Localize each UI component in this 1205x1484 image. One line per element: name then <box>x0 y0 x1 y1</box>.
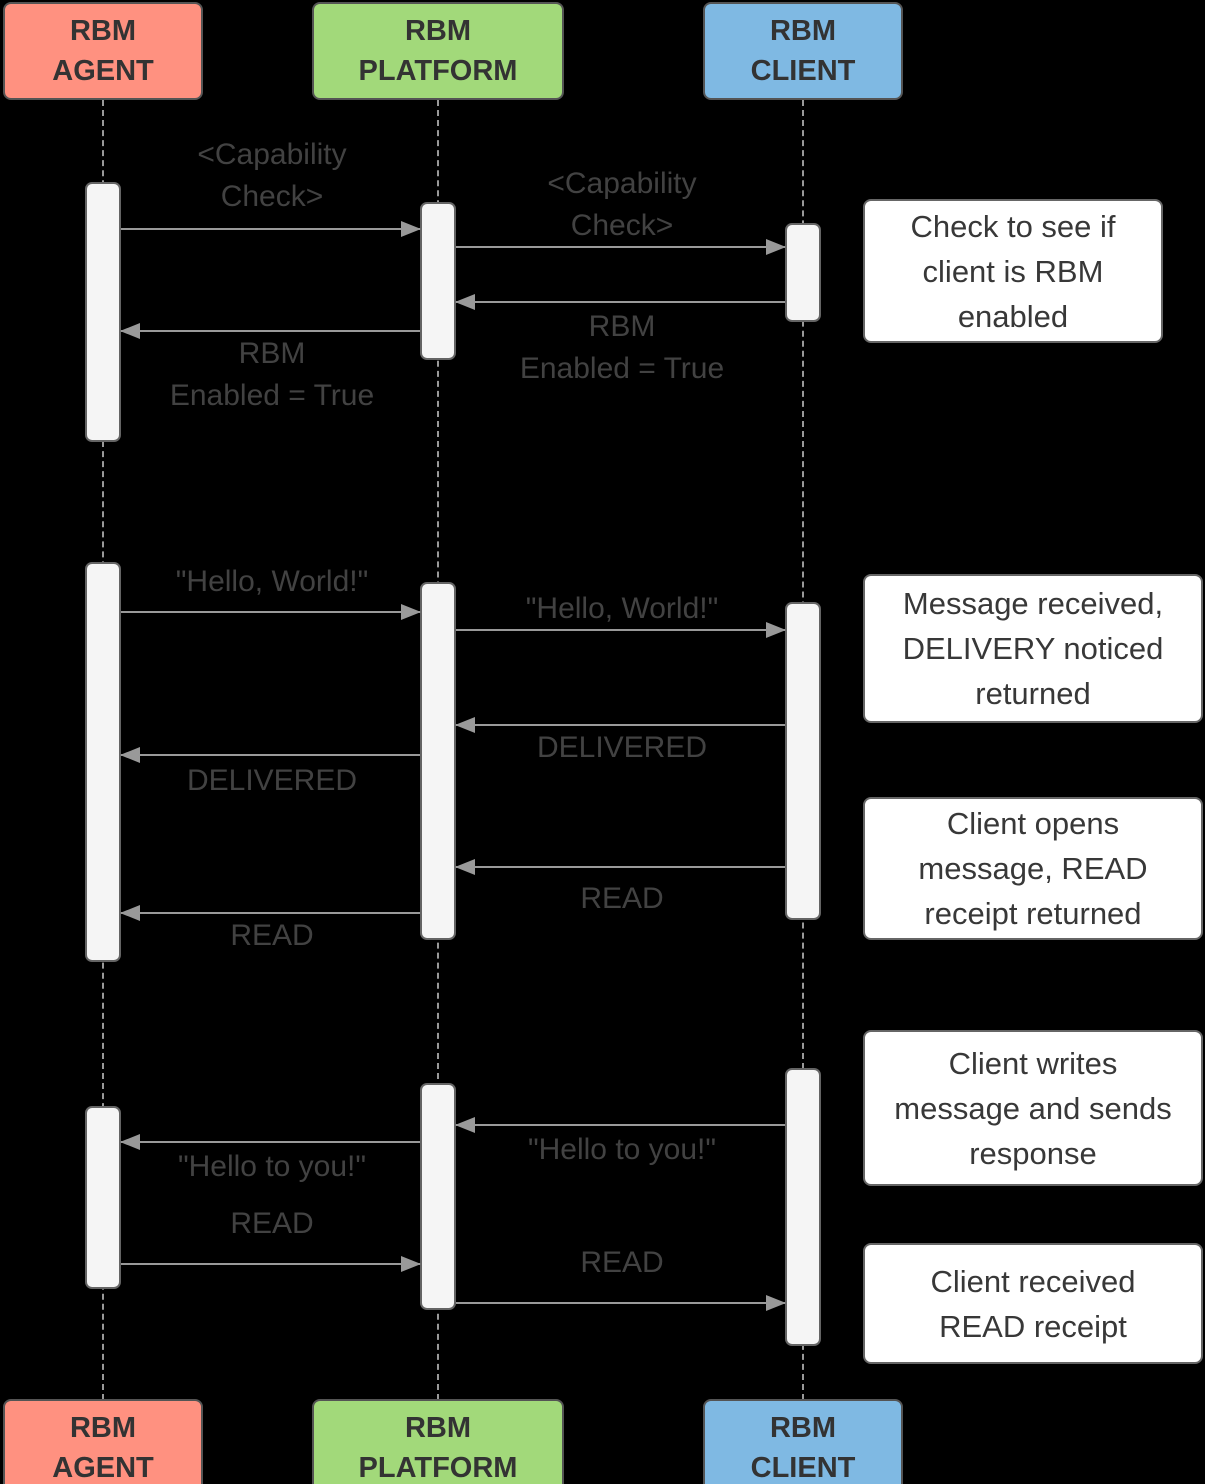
client-activation-2 <box>785 602 821 920</box>
arrow-capability-agent-to-platform <box>121 221 421 237</box>
client-activation-1 <box>785 223 821 322</box>
label-read-reply-left: READ <box>230 1207 314 1240</box>
arrowhead-right-icon <box>766 239 786 255</box>
arrowhead-left-icon <box>120 323 140 339</box>
arrow-read-client-to-platform <box>455 859 785 875</box>
actor-rbm-platform-top: RBM PLATFORM <box>312 2 564 100</box>
label-delivered-right: DELIVERED <box>536 731 708 764</box>
actor-rbm-client-bottom: RBM CLIENT <box>703 1399 903 1484</box>
note-message-received: Message received, DELIVERY noticed retur… <box>863 574 1203 723</box>
arrow-read-agent-to-platform <box>121 1256 421 1272</box>
label-capability-check-right: <Capability Check> <box>547 167 697 242</box>
note-client-writes: Client writes message and sends response <box>863 1030 1203 1186</box>
arrow-delivered-platform-to-agent <box>120 747 420 763</box>
arrow-enabled-platform-to-agent <box>120 323 420 339</box>
arrowhead-right-icon <box>766 1295 786 1311</box>
arrow-hello-platform-to-client <box>456 622 786 638</box>
actor-rbm-agent-bottom: RBM AGENT <box>3 1399 203 1484</box>
arrow-delivered-client-to-platform <box>455 717 785 733</box>
arrow-read-platform-to-client <box>456 1295 786 1311</box>
label-hello-world-left: "Hello, World!" <box>175 565 369 598</box>
note-capability-check: Check to see if client is RBM enabled <box>863 199 1163 343</box>
arrowhead-left-icon <box>120 747 140 763</box>
label-capability-check-left: <Capability Check> <box>197 138 347 213</box>
actor-rbm-agent-top: RBM AGENT <box>3 2 203 100</box>
actor-rbm-platform-bottom: RBM PLATFORM <box>312 1399 564 1484</box>
arrow-read-platform-to-agent <box>120 905 420 921</box>
arrowhead-right-icon <box>401 604 421 620</box>
arrowhead-left-icon <box>120 905 140 921</box>
note-client-opens: Client opens message, READ receipt retur… <box>863 797 1203 940</box>
client-activation-3 <box>785 1068 821 1346</box>
arrow-hello-agent-to-platform <box>121 604 421 620</box>
arrowhead-right-icon <box>401 1256 421 1272</box>
arrow-enabled-client-to-platform <box>455 294 785 310</box>
arrow-hellotoyou-client-to-platform <box>455 1117 785 1133</box>
label-hello-to-you-right: "Hello to you!" <box>527 1133 717 1166</box>
arrow-hellotoyou-platform-to-agent <box>120 1134 420 1150</box>
label-hello-world-right: "Hello, World!" <box>525 592 719 625</box>
label-delivered-left: DELIVERED <box>186 764 358 797</box>
note-read-receipt: Client received READ receipt <box>863 1243 1203 1364</box>
arrowhead-right-icon <box>766 622 786 638</box>
platform-activation-3 <box>420 1083 456 1310</box>
platform-activation-2 <box>420 582 456 940</box>
agent-activation-1 <box>85 182 121 442</box>
label-read-reply-right: READ <box>580 1246 664 1279</box>
arrowhead-left-icon <box>455 1117 475 1133</box>
label-rbm-enabled-left: RBM Enabled = True <box>169 337 375 412</box>
arrowhead-left-icon <box>455 294 475 310</box>
label-rbm-enabled-right: RBM Enabled = True <box>519 310 725 385</box>
arrowhead-left-icon <box>120 1134 140 1150</box>
label-read-right: READ <box>580 882 664 915</box>
label-hello-to-you-left: "Hello to you!" <box>177 1150 367 1183</box>
agent-activation-3 <box>85 1106 121 1289</box>
label-read-left: READ <box>230 919 314 952</box>
actor-rbm-client-top: RBM CLIENT <box>703 2 903 100</box>
agent-activation-2 <box>85 562 121 962</box>
arrow-capability-platform-to-client <box>456 239 786 255</box>
arrowhead-left-icon <box>455 859 475 875</box>
platform-activation-1 <box>420 202 456 360</box>
arrowhead-right-icon <box>401 221 421 237</box>
arrowhead-left-icon <box>455 717 475 733</box>
